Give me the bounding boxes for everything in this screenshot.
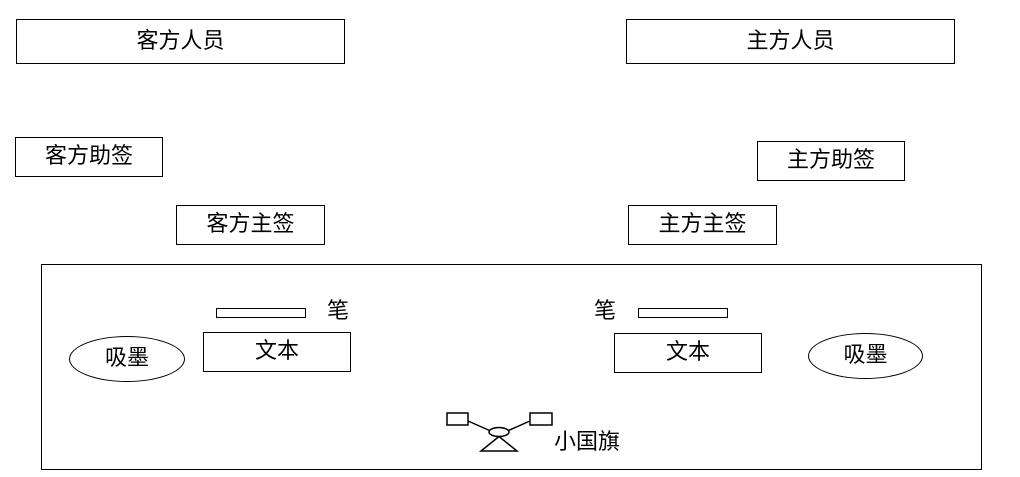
left-document-box: 文本 <box>203 332 351 372</box>
host-assistant-label: 主方助签 <box>786 148 875 173</box>
guest-signer-box: 客方主签 <box>176 205 325 245</box>
guest-staff-label: 客方人员 <box>136 28 225 54</box>
left-pen-label: 笔 <box>327 299 350 324</box>
guest-signer-label: 客方主签 <box>206 212 295 237</box>
right-blotter: 吸墨 <box>808 333 923 379</box>
right-document-box: 文本 <box>614 333 762 373</box>
guest-assistant-box: 客方助签 <box>15 137 163 177</box>
left-blotter: 吸墨 <box>69 336 185 382</box>
right-document-label: 文本 <box>665 340 710 365</box>
left-blotter-label: 吸墨 <box>104 346 149 371</box>
right-blotter-label: 吸墨 <box>843 343 888 368</box>
right-pen-bar <box>638 308 728 318</box>
left-document-label: 文本 <box>254 339 299 364</box>
guest-assistant-label: 客方助签 <box>44 144 133 169</box>
host-staff-box: 主方人员 <box>626 19 955 64</box>
host-signer-box: 主方主签 <box>628 205 777 245</box>
flag-stand-icon <box>446 412 553 452</box>
flag-label: 小国旗 <box>554 430 621 455</box>
right-pen-label: 笔 <box>594 299 617 324</box>
host-assistant-box: 主方助签 <box>757 141 905 181</box>
host-signer-label: 主方主签 <box>658 212 747 237</box>
left-pen-bar <box>216 308 306 318</box>
host-staff-label: 主方人员 <box>746 28 835 54</box>
guest-staff-box: 客方人员 <box>16 19 345 64</box>
